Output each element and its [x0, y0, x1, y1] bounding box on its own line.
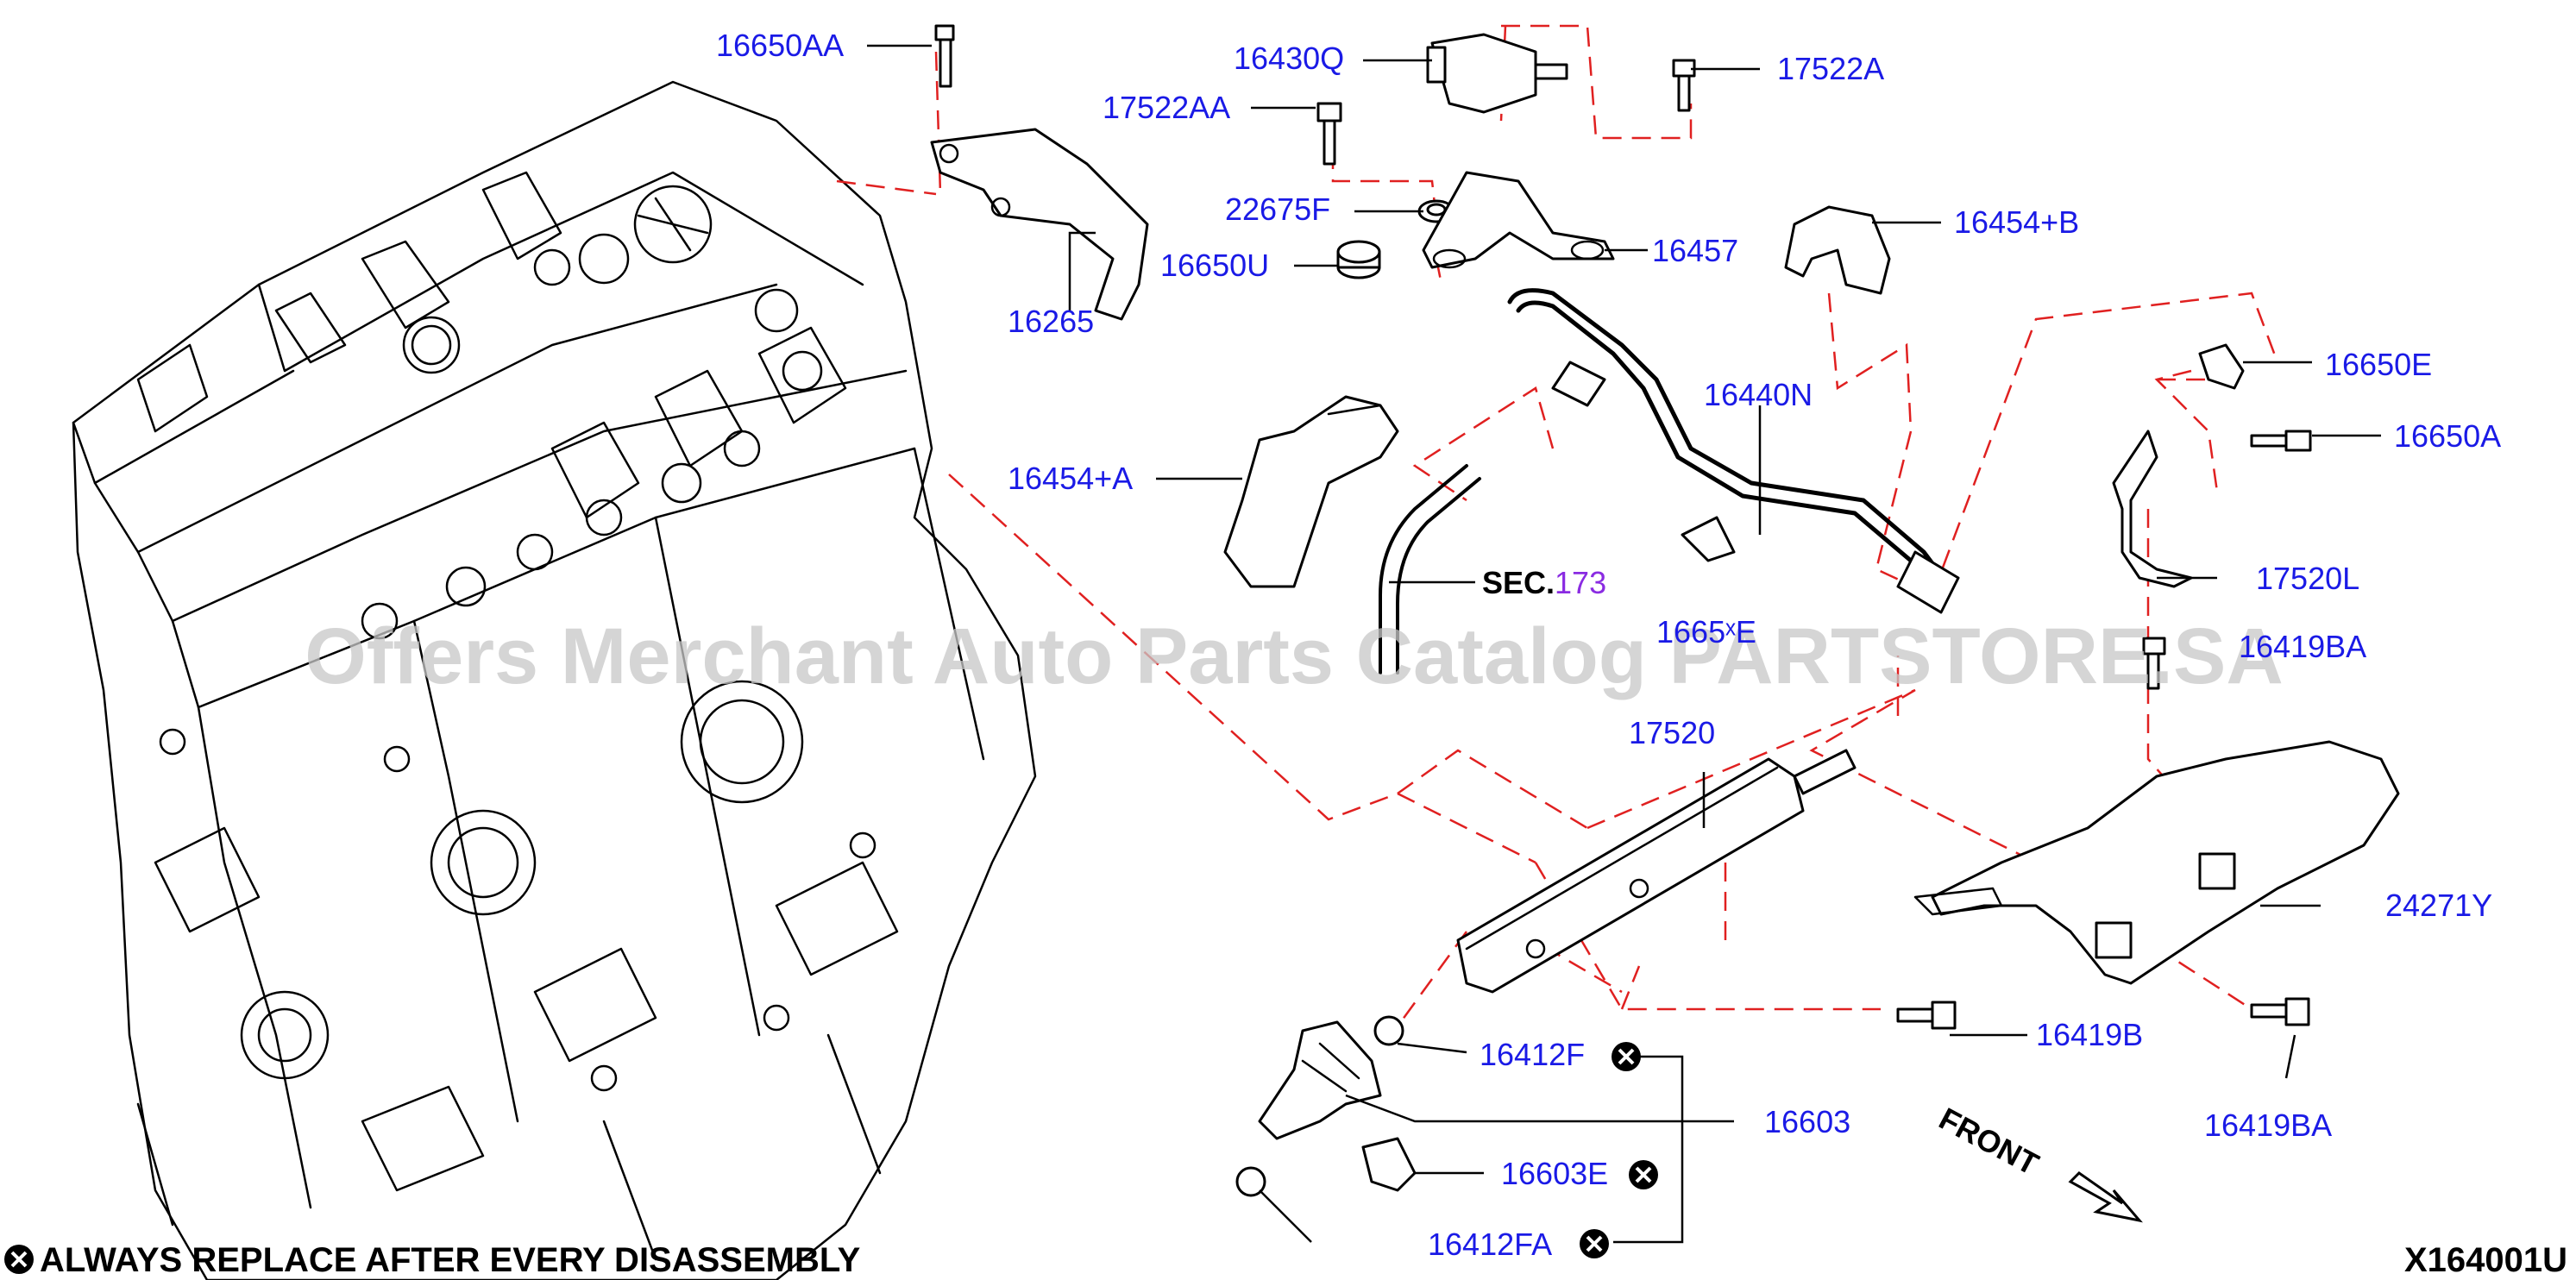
front-label: FRONT: [1933, 1101, 2045, 1182]
part-clip-1665E: [1681, 516, 1736, 562]
label-16419B[interactable]: 16419B: [2036, 1017, 2143, 1052]
part-bolt-17522A: [1672, 59, 1696, 112]
label-17520[interactable]: 17520: [1629, 715, 1715, 750]
part-injector-16603: [1258, 1020, 1382, 1140]
replace-markers: [1580, 1042, 1658, 1258]
footer: ALWAYS REPLACE AFTER EVERY DISASSEMBLY X…: [4, 1241, 2567, 1279]
label-17520L[interactable]: 17520L: [2256, 561, 2359, 596]
front-indicator: FRONT: [1933, 1101, 2143, 1223]
label-16440N[interactable]: 16440N: [1704, 377, 1813, 412]
part-bracket-16265: [930, 128, 1149, 321]
label-16454A[interactable]: 16454+A: [1008, 461, 1133, 496]
part-bolt-16650AA: [934, 24, 955, 88]
label-16650AA[interactable]: 16650AA: [716, 28, 844, 63]
part-heat-shield-24271Y: [1913, 740, 2400, 985]
label-24271Y[interactable]: 24271Y: [2385, 888, 2492, 923]
label-16650A[interactable]: 16650A: [2394, 418, 2501, 454]
part-labels: 16650AA 16430Q 17522A 17522AA 22675F 166…: [716, 28, 2501, 1262]
label-16412FA[interactable]: 16412FA: [1428, 1227, 1552, 1262]
label-16412F[interactable]: 16412F: [1480, 1037, 1585, 1072]
circled-x-icon: [1612, 1042, 1641, 1071]
watermark-text: Offers Merchant Auto Parts Catalog PARTS…: [305, 612, 2284, 700]
label-16454B[interactable]: 16454+B: [1954, 204, 2079, 240]
part-clip-16603E: [1361, 1137, 1417, 1192]
label-16457[interactable]: 16457: [1652, 233, 1738, 268]
label-16650E[interactable]: 16650E: [2325, 347, 2432, 382]
part-bolt-16650A: [2250, 430, 2312, 452]
part-bolt-17522AA: [1316, 102, 1342, 166]
part-tube-sec173: [1379, 464, 1481, 675]
part-seal-16412F: [1373, 1015, 1404, 1046]
label-22675F[interactable]: 22675F: [1225, 191, 1330, 227]
part-clamp-16454A: [1223, 395, 1399, 588]
label-1665E-partial[interactable]: 1665ˣE: [1656, 614, 1756, 649]
part-bracket-16457: [1422, 171, 1615, 269]
part-fuel-rail-17520: [1456, 749, 1857, 994]
part-bolt-16419BA-upper: [2142, 637, 2166, 690]
part-sensor-16430Q: [1426, 33, 1568, 114]
diagram-code: X164001U: [2404, 1241, 2567, 1279]
part-grommet-16650U: [1336, 240, 1381, 279]
leader-lines: [867, 44, 2381, 1244]
label-16650U[interactable]: 16650U: [1160, 248, 1269, 283]
label-16603[interactable]: 16603: [1764, 1104, 1850, 1139]
label-sec-173[interactable]: SEC.173: [1482, 565, 1606, 600]
label-17522A[interactable]: 17522A: [1777, 51, 1884, 86]
circled-x-icon: [4, 1245, 34, 1274]
sec-prefix: SEC.: [1482, 565, 1555, 600]
part-seal-16412FA: [1235, 1166, 1266, 1197]
part-clip-16650E: [2198, 343, 2245, 390]
label-16419BA-lower[interactable]: 16419BA: [2204, 1107, 2332, 1143]
part-clamp-16454B: [1784, 205, 1891, 295]
circled-x-icon: [1629, 1160, 1658, 1189]
label-16265[interactable]: 16265: [1008, 304, 1094, 339]
part-bolt-16419B: [1896, 1001, 1957, 1030]
label-17522AA[interactable]: 17522AA: [1103, 90, 1230, 125]
part-bracket-17520L: [2112, 430, 2193, 588]
circled-x-icon: [1580, 1229, 1609, 1258]
label-16603E[interactable]: 16603E: [1501, 1156, 1608, 1191]
part-bolt-16419BA-lower: [2250, 997, 2310, 1026]
footer-note: ALWAYS REPLACE AFTER EVERY DISASSEMBLY: [40, 1241, 861, 1279]
label-16430Q[interactable]: 16430Q: [1234, 41, 1344, 76]
part-hose-16440N: [1507, 288, 1960, 614]
engine-block-drawing: [72, 80, 1037, 1280]
sec-number: 173: [1555, 565, 1606, 600]
label-16419BA-upper[interactable]: 16419BA: [2239, 629, 2366, 664]
arrow-down-right-icon: [2068, 1171, 2143, 1223]
